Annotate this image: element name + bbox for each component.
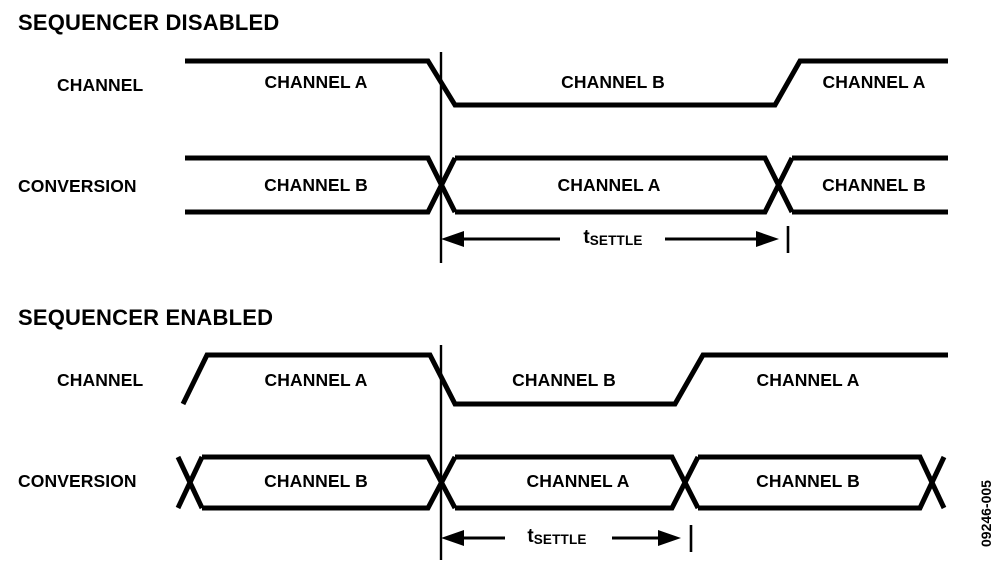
wave-label-channel-a-1: CHANNEL A — [264, 72, 368, 92]
bus-label-channel-b-3: CHANNEL B — [264, 471, 368, 491]
wave-label-channel-a-4: CHANNEL A — [756, 370, 860, 390]
bus-label-channel-b-4: CHANNEL B — [756, 471, 860, 491]
tsettle-symbol-enabled: t — [527, 526, 534, 547]
bus-label-channel-a-1: CHANNEL A — [557, 175, 661, 195]
conversion-bus-top-seg1-disabled — [185, 155, 458, 214]
bus-label-channel-b-2: CHANNEL B — [822, 175, 926, 195]
tsettle-subscript-enabled: SETTLE — [533, 532, 587, 547]
bus-label-channel-b-1: CHANNEL B — [264, 175, 368, 195]
tsettle-arrowhead-left-enabled — [441, 530, 464, 546]
conversion-bus-bottom-seg1-disabled — [185, 156, 458, 215]
channel-waveform-disabled — [185, 58, 948, 108]
row-label-channel-enabled: CHANNEL — [57, 370, 144, 390]
conversion-bus-bottom-seg2-disabled — [455, 156, 795, 215]
tsettle-arrowhead-left-disabled — [441, 231, 464, 247]
row-label-channel-disabled: CHANNEL — [57, 75, 144, 95]
row-label-conversion-enabled: CONVERSION — [18, 471, 137, 491]
wave-label-channel-a-3: CHANNEL A — [264, 370, 368, 390]
document-id-label: 09246-005 — [978, 480, 991, 547]
tsettle-label-enabled: tSETTLE — [527, 527, 586, 546]
conversion-bus-bottom-seg2-enabled — [455, 455, 701, 511]
tsettle-label-disabled: tSETTLE — [583, 228, 642, 247]
conversion-bus-top-seg3-enabled — [698, 454, 947, 510]
section-title-disabled: SEQUENCER DISABLED — [18, 10, 280, 35]
tsettle-arrowhead-right-disabled — [756, 231, 779, 247]
conversion-bus-top-seg2-enabled — [455, 454, 701, 510]
bus-label-channel-a-2: CHANNEL A — [526, 471, 630, 491]
tsettle-subscript-disabled: SETTLE — [589, 233, 643, 248]
conversion-open-cross-b-enabled — [175, 455, 205, 510]
section-title-enabled: SEQUENCER ENABLED — [18, 305, 274, 330]
conversion-bus-bottom-seg3-enabled — [698, 455, 947, 511]
tsettle-arrowhead-right-enabled — [658, 530, 681, 546]
wave-label-channel-b-1: CHANNEL B — [561, 72, 665, 92]
conversion-bus-bottom-seg1-enabled — [202, 455, 458, 511]
wave-label-channel-a-2: CHANNEL A — [822, 72, 926, 92]
conversion-bus-top-seg1-enabled — [202, 454, 458, 510]
channel-waveform-enabled — [180, 352, 948, 407]
conversion-bus-top-seg2-disabled — [455, 155, 795, 214]
wave-label-channel-b-3: CHANNEL B — [512, 370, 616, 390]
tsettle-symbol-disabled: t — [583, 227, 590, 248]
row-label-conversion-disabled: CONVERSION — [18, 176, 137, 196]
